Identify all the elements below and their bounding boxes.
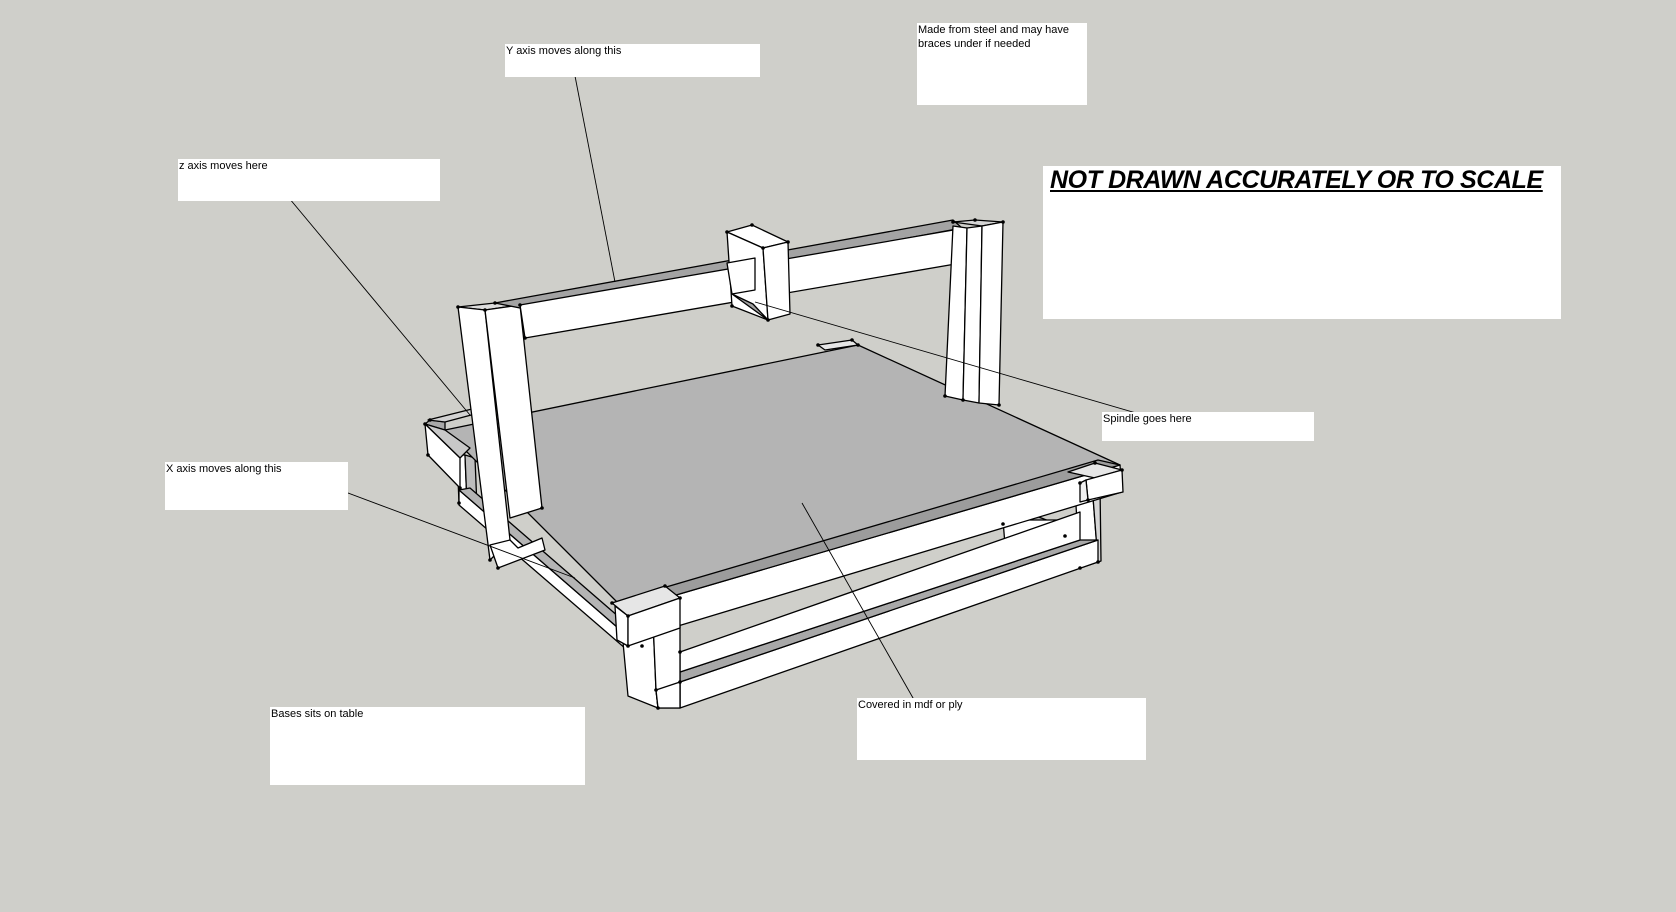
label-covered-text: Covered in mdf or ply xyxy=(858,699,963,711)
label-y-axis-text: Y axis moves along this xyxy=(506,45,622,57)
gantry-right-column xyxy=(944,219,1004,406)
label-base: Bases sits on table xyxy=(270,707,585,785)
label-base-text: Bases sits on table xyxy=(271,708,364,720)
label-x-axis: X axis moves along this xyxy=(165,462,348,510)
label-disclaimer: NOT DRAWN ACCURATELY OR TO SCALE xyxy=(1043,166,1561,319)
leader-z-axis xyxy=(273,179,471,416)
spindle-carriage xyxy=(726,224,791,321)
label-z-axis: z axis moves here xyxy=(178,159,440,201)
label-z-axis-text: z axis moves here xyxy=(179,160,268,172)
bed-table-top xyxy=(424,344,1121,611)
label-x-axis-text: X axis moves along this xyxy=(166,463,282,475)
vertex-markers xyxy=(423,218,1124,710)
label-steel: Made from steel and may have braces unde… xyxy=(917,23,1087,105)
label-y-axis: Y axis moves along this xyxy=(505,44,760,77)
bed-front-right-corner xyxy=(1067,462,1124,503)
leader-covered xyxy=(801,502,922,713)
label-covered: Covered in mdf or ply xyxy=(857,698,1146,760)
leader-y-axis xyxy=(574,75,616,283)
label-disclaimer-text: NOT DRAWN ACCURATELY OR TO SCALE xyxy=(1050,166,1543,194)
bed-front-left-corner xyxy=(611,585,681,647)
label-spindle-text: Spindle goes here xyxy=(1103,413,1192,425)
leader-x-axis xyxy=(307,477,576,579)
leader-spindle xyxy=(754,301,1161,421)
label-steel-text: Made from steel and may have braces unde… xyxy=(918,24,1070,50)
label-spindle: Spindle goes here xyxy=(1102,412,1314,441)
